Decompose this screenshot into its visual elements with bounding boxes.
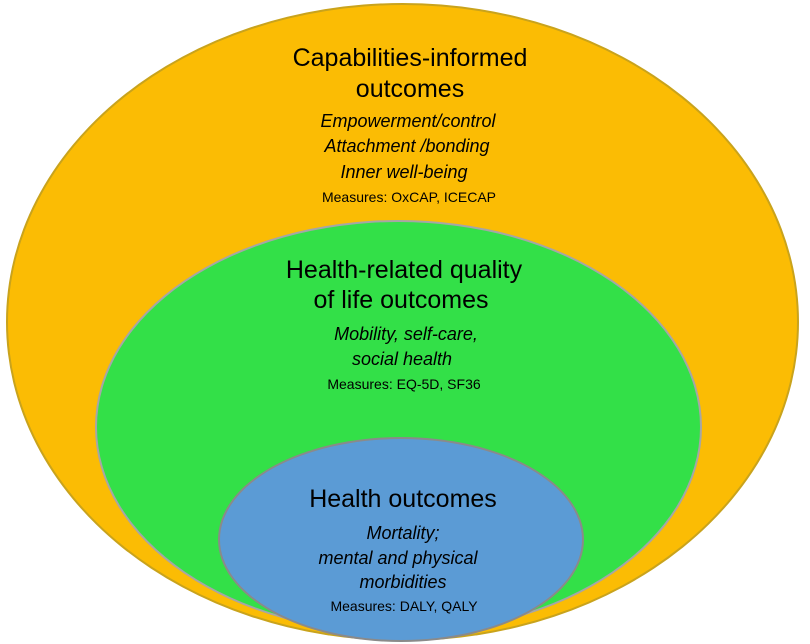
hrqol-title-line2: of life outcomes [313,286,489,314]
hrqol-item-social: social health [351,349,453,369]
health-measures: Measures: DALY, QALY [330,598,478,614]
health-item-mental-physical: mental and physical [318,548,478,568]
capabilities-item-empowerment: Empowerment/control [320,111,496,131]
hrqol-measures: Measures: EQ-5D, SF36 [327,376,481,392]
health-title: Health outcomes [309,485,497,513]
health-item-mortality: Mortality; [366,523,440,543]
health-item-morbidities: morbidities [359,572,447,592]
capabilities-title-line2: outcomes [355,75,465,103]
hrqol-item-mobility: Mobility, self-care, [334,324,478,344]
hrqol-title-line1: Health-related quality [285,256,523,284]
capabilities-measures: Measures: OxCAP, ICECAP [321,189,497,205]
capabilities-item-wellbeing: Inner well-being [340,162,468,182]
health-outcomes-ellipse [218,437,584,642]
capabilities-title-line1: Capabilities-informed [292,44,528,72]
capabilities-item-attachment: Attachment /bonding [324,136,490,156]
